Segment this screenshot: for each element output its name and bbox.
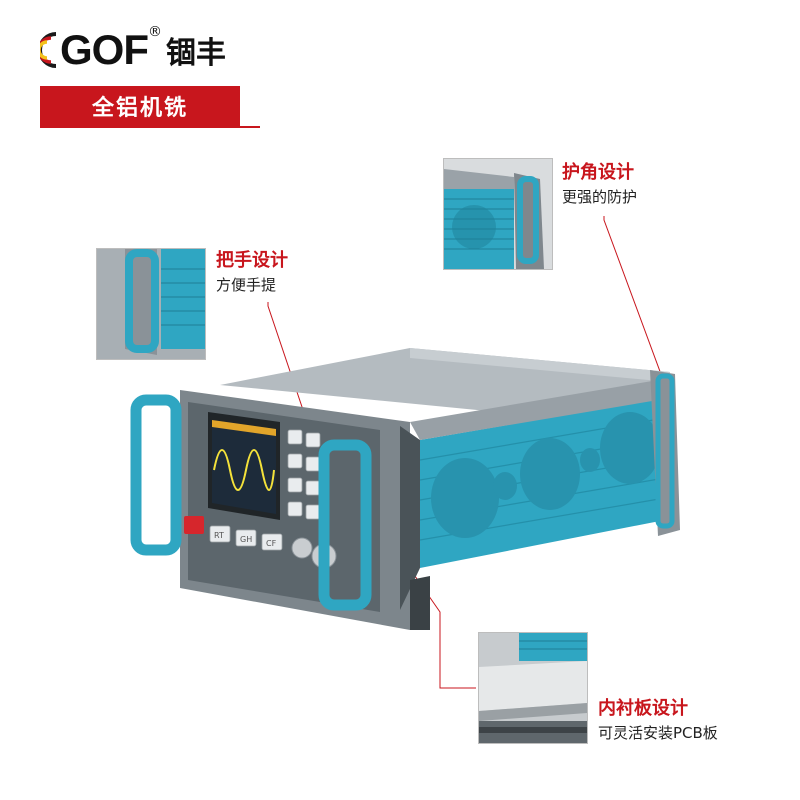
soft-key-label: RT	[214, 531, 224, 540]
keypad	[287, 429, 321, 520]
soft-key-label: GH	[240, 535, 252, 544]
left-handle	[130, 394, 182, 556]
corner-detail-image	[443, 158, 553, 270]
vent-circle-icon	[431, 458, 499, 538]
soft-key-label: CF	[266, 539, 277, 548]
brand-name: GOF	[60, 26, 149, 73]
corner-callout-subtitle: 更强的防护	[562, 188, 638, 206]
power-button	[184, 516, 204, 534]
logo-stripes-icon	[40, 32, 57, 68]
liner-callout-subtitle: 可灵活安装PCB板	[598, 724, 718, 742]
liner-callout-title: 内衬板设计	[598, 698, 688, 719]
registered-mark: ®	[148, 24, 162, 40]
banner-underline	[40, 126, 260, 128]
right-handle	[318, 439, 372, 611]
handle-callout-subtitle: 方便手提	[216, 276, 277, 294]
handle-callout-title: 把手设计	[216, 250, 288, 271]
corner-callout-title: 护角设计	[562, 162, 634, 183]
aluminum-enclosure-illustration: RT GH CF	[130, 348, 680, 630]
brand-logo: GOF ® 锢丰	[40, 20, 226, 80]
handle-detail-image	[96, 248, 206, 360]
knob-icon	[291, 537, 313, 559]
feature-banner: 全铝机铣	[40, 86, 240, 126]
brand-name-chinese: 锢丰	[166, 36, 226, 71]
liner-detail-image	[478, 632, 588, 744]
